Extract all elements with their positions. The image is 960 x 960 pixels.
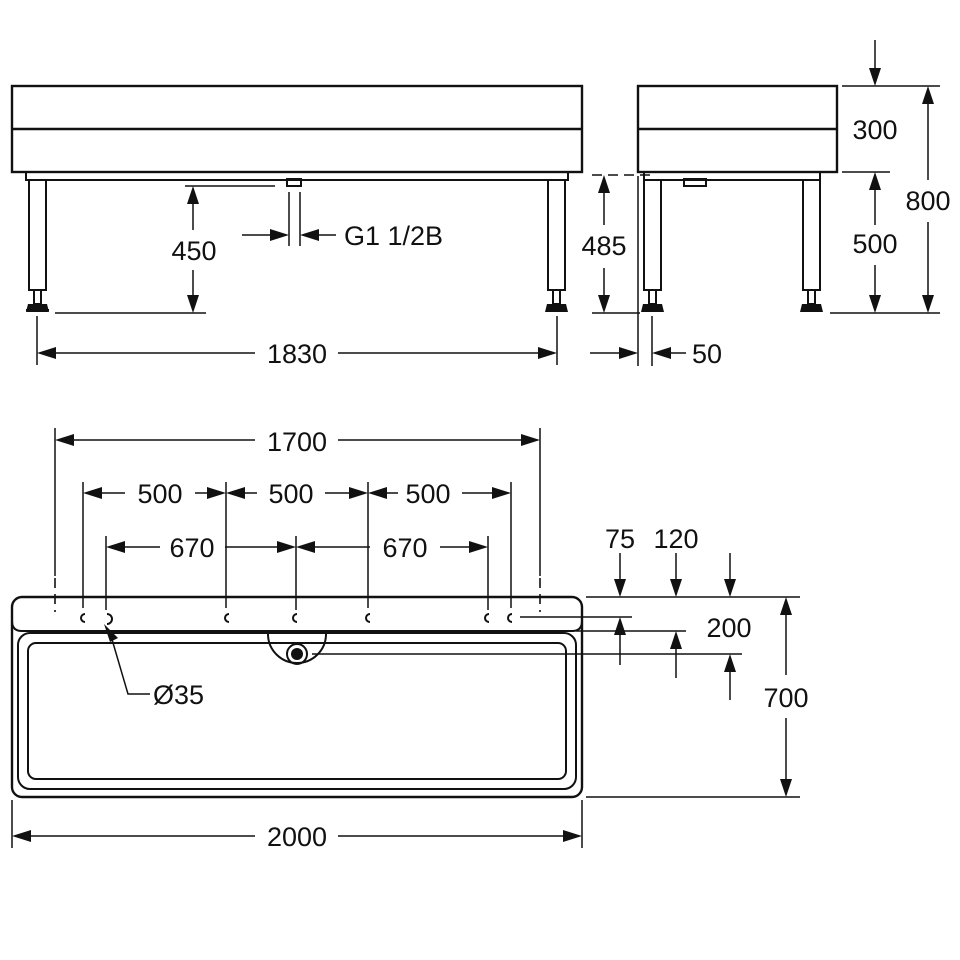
top-dim-200: 200 — [706, 613, 751, 643]
top-670a-arrow-left — [106, 541, 125, 553]
side-dim-50: 50 — [692, 339, 722, 369]
top-2000-arrow-right — [563, 830, 582, 842]
front-leg-left — [26, 179, 49, 312]
top-200-arrow-down — [724, 579, 736, 597]
top-rim-line — [11, 620, 583, 632]
top-dim-1700: 1700 — [267, 427, 327, 457]
front-dim-1830: 1830 — [267, 339, 327, 369]
side-leg-right — [800, 179, 823, 312]
side-300-arrow-up — [869, 172, 881, 190]
side-485-arrow-down — [598, 295, 610, 313]
side-50-arrow-left — [619, 347, 638, 359]
top-120-arrow-up — [670, 631, 682, 649]
front-thread-size: G1 1/2B — [344, 221, 443, 251]
top-dim-500-c: 500 — [405, 479, 450, 509]
top-dim-dia35: Ø35 — [153, 680, 204, 710]
top-outlet-drain — [286, 643, 308, 665]
thread-arrow-left — [270, 229, 289, 241]
front-view: 450 G1 1/2B 1830 — [10, 84, 584, 369]
top-75-arrow-up — [614, 617, 626, 635]
top-dim-500-a: 500 — [137, 479, 182, 509]
side-dim-500: 500 — [852, 229, 897, 259]
top-500a-arrow-left — [83, 487, 102, 499]
top-700-arrow-up — [780, 597, 792, 615]
side-leg-left — [641, 179, 664, 312]
side-300-arrow-down — [869, 68, 881, 86]
top-75-arrow-down — [614, 579, 626, 597]
side-800-arrow-down — [922, 295, 934, 313]
top-670a-arrow-right — [277, 541, 296, 553]
top-670b-arrow-left — [296, 541, 315, 553]
side-800-arrow-up — [922, 86, 934, 104]
top-500a-arrow-right — [207, 487, 226, 499]
top-outlet-recess — [267, 633, 327, 664]
top-bowl-outer — [17, 632, 577, 790]
tap-hole — [292, 613, 298, 623]
side-dim-300: 300 — [852, 115, 897, 145]
side-view: 485 50 300 500 800 — [581, 40, 951, 369]
top-outer-outline — [10, 595, 584, 799]
top-500c-arrow-right — [492, 487, 511, 499]
tap-hole — [507, 613, 513, 623]
top-500b-arrow-left — [226, 487, 245, 499]
side-dim-485: 485 — [581, 231, 626, 261]
front-1830-arrow-left — [37, 347, 56, 359]
top-200-arrow-up — [724, 654, 736, 672]
top-dim-2000: 2000 — [267, 822, 327, 852]
top-500c-arrow-left — [368, 487, 387, 499]
top-dim-500-b: 500 — [268, 479, 313, 509]
side-50-arrow-right — [652, 347, 671, 359]
dia35-leader-arrow — [104, 624, 118, 642]
side-500-arrow-down — [869, 295, 881, 313]
top-700-arrow-down — [780, 779, 792, 797]
thread-arrow-right — [300, 229, 319, 241]
tap-hole — [365, 613, 371, 623]
top-view: 1700 500 500 500 670 670 — [10, 427, 809, 852]
front-1830-arrow-right — [538, 347, 557, 359]
tap-holes — [80, 613, 513, 625]
side-outlet-stub — [683, 178, 707, 187]
top-dim-75: 75 — [605, 524, 635, 554]
front-outlet-stub — [286, 178, 302, 187]
front-leg-right — [545, 179, 568, 312]
tap-hole — [484, 613, 490, 623]
tap-hole — [80, 613, 86, 623]
top-outlet-drain-center — [291, 648, 303, 660]
top-1700-arrow-left — [55, 434, 74, 446]
tap-hole — [106, 613, 113, 625]
top-2000-arrow-left — [12, 830, 31, 842]
side-frame-rail — [643, 171, 821, 181]
top-1700-arrow-right — [521, 434, 540, 446]
top-670b-arrow-right — [469, 541, 488, 553]
tap-hole — [224, 613, 230, 623]
front-dim-450: 450 — [171, 236, 216, 266]
side-485-arrow-up — [598, 175, 610, 193]
dia35-leader-line — [110, 635, 150, 695]
top-120-arrow-down — [670, 579, 682, 597]
top-dim-670-a: 670 — [169, 533, 214, 563]
top-dim-670-b: 670 — [382, 533, 427, 563]
front-450-arrow-down — [187, 295, 199, 313]
top-dim-120: 120 — [653, 524, 698, 554]
side-dim-800: 800 — [905, 186, 950, 216]
top-dim-700: 700 — [763, 683, 808, 713]
front-450-arrow-up — [187, 186, 199, 204]
top-500b-arrow-right — [349, 487, 368, 499]
